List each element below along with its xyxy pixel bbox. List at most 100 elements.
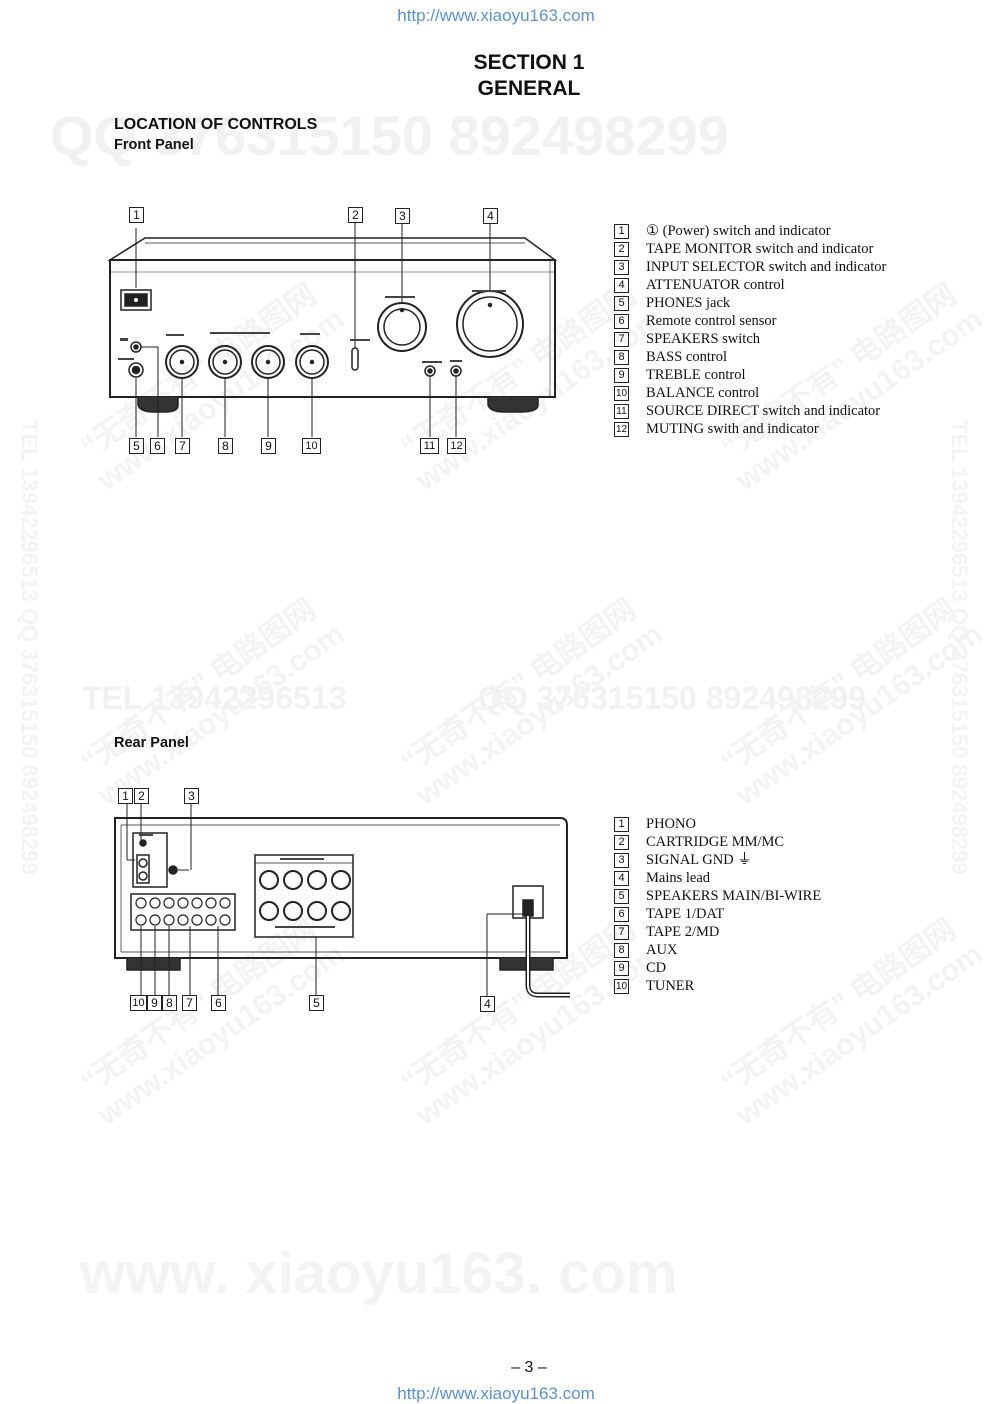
watermark-side-right: TEL 13942296513 QQ 376315150 892498299 <box>947 420 972 875</box>
watermark-site: www. xiaoyu163. com <box>80 1241 678 1306</box>
legend-text: SPEAKERS MAIN/BI-WIRE <box>646 888 822 904</box>
rear-callout-8: 8 <box>162 995 177 1011</box>
rear-panel-diagram <box>114 802 570 998</box>
legend-item: 8 AUX <box>614 941 821 959</box>
legend-text: PHONO <box>646 816 696 832</box>
legend-number: 4 <box>614 277 629 293</box>
legend-number: 10 <box>614 385 629 401</box>
footer-url: http://www.xiaoyu163.com <box>397 1384 595 1403</box>
legend-text: CARTRIDGE MM/MC <box>646 834 785 850</box>
legend-text: SIGNAL GND ⏚ <box>646 852 752 868</box>
legend-item: 4 ATTENUATOR control <box>614 276 886 294</box>
legend-text: ① (Power) switch and indicator <box>646 223 831 239</box>
legend-text: MUTING swith and indicator <box>646 421 819 437</box>
legend-number: 2 <box>614 834 629 850</box>
legend-text: SOURCE DIRECT switch and indicator <box>646 403 881 419</box>
legend-number: 7 <box>614 924 629 940</box>
legend-text: BASS control <box>646 349 727 365</box>
legend-number: 1 <box>614 223 629 239</box>
legend-number: 3 <box>614 259 629 275</box>
legend-text: Mains lead <box>646 870 711 886</box>
watermark-tel: TEL 13942296513 <box>82 680 347 716</box>
legend-item: 4 Mains lead <box>614 869 821 887</box>
legend-number: 4 <box>614 870 629 886</box>
rear-callout-1: 1 <box>118 788 133 804</box>
legend-number: 2 <box>614 241 629 257</box>
legend-number: 10 <box>614 978 629 994</box>
rear-callout-4: 4 <box>480 996 495 1012</box>
legend-text: ATTENUATOR control <box>646 277 785 293</box>
section-title: GENERAL <box>477 77 581 100</box>
legend-number: 8 <box>614 349 629 365</box>
front-panel-legend: 1 ① (Power) switch and indicator 2 TAPE MO… <box>614 222 886 438</box>
front-callout-12: 12 <box>447 438 466 454</box>
rear-callout-5: 5 <box>309 995 324 1011</box>
legend-item: 1 ① (Power) switch and indicator <box>614 222 886 240</box>
legend-item: 3 SIGNAL GND ⏚ <box>614 851 821 869</box>
legend-text: AUX <box>646 942 678 958</box>
legend-text: TAPE 2/MD <box>646 924 720 940</box>
section-number: SECTION 1 <box>473 51 585 74</box>
front-callout-9: 9 <box>261 438 276 454</box>
watermark-qq: QQ 376315150 892498299 <box>50 104 729 167</box>
front-callout-4: 4 <box>483 208 498 224</box>
header-url: http://www.xiaoyu163.com <box>397 6 595 25</box>
watermark-qq-mid: QQ 376315150 892498299 <box>478 680 866 716</box>
legend-number: 5 <box>614 295 629 311</box>
watermark-side-left: TEL 13942296513 QQ 376315150 892498299 <box>17 420 42 875</box>
legend-item: 6 Remote control sensor <box>614 312 886 330</box>
legend-item: 5 PHONES jack <box>614 294 886 312</box>
front-callout-3: 3 <box>395 208 410 224</box>
legend-number: 6 <box>614 313 629 329</box>
front-callout-11: 11 <box>420 438 439 454</box>
legend-item: 2 TAPE MONITOR switch and indicator <box>614 240 886 258</box>
rear-panel-legend: 1 PHONO 2 CARTRIDGE MM/MC 3 SIGNAL GND ⏚ 4 M… <box>614 815 821 995</box>
legend-item: 1 PHONO <box>614 815 821 833</box>
legend-text: Remote control sensor <box>646 313 777 329</box>
legend-text: TAPE MONITOR switch and indicator <box>646 241 874 257</box>
legend-text: BALANCE control <box>646 385 760 401</box>
legend-number: 8 <box>614 942 629 958</box>
rear-callout-3: 3 <box>184 788 199 804</box>
legend-number: 6 <box>614 906 629 922</box>
front-panel-heading: Front Panel <box>114 137 194 153</box>
legend-text: PHONES jack <box>646 295 731 311</box>
legend-number: 3 <box>614 852 629 868</box>
legend-item: 3 INPUT SELECTOR switch and indicator <box>614 258 886 276</box>
front-callout-2: 2 <box>348 207 363 223</box>
rear-callout-7: 7 <box>182 995 197 1011</box>
legend-item: 9 TREBLE control <box>614 366 886 384</box>
legend-number: 9 <box>614 960 629 976</box>
legend-text: TUNER <box>646 978 695 994</box>
legend-item: 5 SPEAKERS MAIN/BI-WIRE <box>614 887 821 905</box>
front-callout-7: 7 <box>175 438 190 454</box>
legend-text: CD <box>646 960 667 976</box>
legend-text: INPUT SELECTOR switch and indicator <box>646 259 887 275</box>
legend-number: 12 <box>614 421 629 437</box>
front-callout-6: 6 <box>150 438 165 454</box>
rear-panel-heading: Rear Panel <box>114 735 189 751</box>
legend-number: 9 <box>614 367 629 383</box>
legend-number: 1 <box>614 816 629 832</box>
legend-item: 6 TAPE 1/DAT <box>614 905 821 923</box>
legend-item: 2 CARTRIDGE MM/MC <box>614 833 821 851</box>
legend-number: 11 <box>614 403 629 419</box>
front-callout-1: 1 <box>129 207 144 223</box>
legend-item: 11 SOURCE DIRECT switch and indicator <box>614 402 886 420</box>
rear-callout-10: 10 <box>130 995 147 1011</box>
rear-callout-6: 6 <box>211 995 226 1011</box>
legend-text: TAPE 1/DAT <box>646 906 725 922</box>
legend-number: 7 <box>614 331 629 347</box>
legend-item: 7 TAPE 2/MD <box>614 923 821 941</box>
front-callout-5: 5 <box>129 438 144 454</box>
location-heading: LOCATION OF CONTROLS <box>114 116 318 133</box>
rear-callout-2: 2 <box>134 788 149 804</box>
page-number: – 3 – <box>511 1359 547 1376</box>
legend-number: 5 <box>614 888 629 904</box>
legend-item: 10 BALANCE control <box>614 384 886 402</box>
front-callout-10: 10 <box>302 438 321 454</box>
legend-text: TREBLE control <box>646 367 746 383</box>
front-callout-8: 8 <box>218 438 233 454</box>
legend-item: 12 MUTING swith and indicator <box>614 420 886 438</box>
